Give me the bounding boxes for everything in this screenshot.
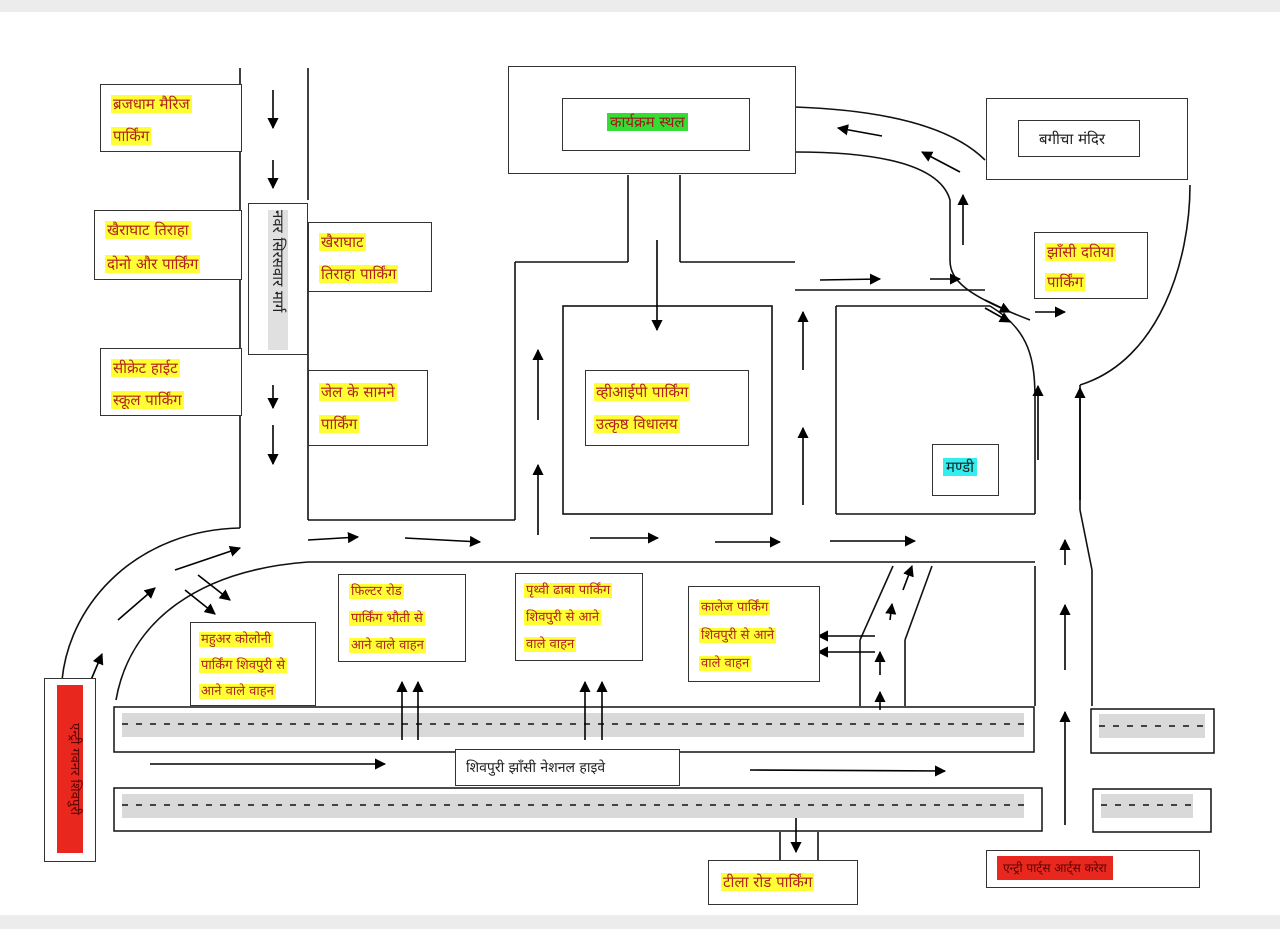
highway-label-box: शिवपुरी झाँसी नेशनल हाइवे (455, 749, 680, 786)
secret-heart-parking: सीक्रेट हाईट स्कूल पार्किंग (100, 348, 242, 416)
secret-heart-line2: स्कूल पार्किंग (111, 391, 184, 409)
prithvi-dhaba-parking: पृथ्वी ढाबा पार्किंग शिवपुरी से आने वाले… (515, 573, 643, 661)
khairaghat-both-line1: खैराघाट तिराहा (105, 221, 191, 239)
college-line1: कालेज पार्किंग (699, 600, 771, 615)
college-line2: शिवपुरी से आने (699, 628, 777, 643)
khairaghat-tiraha-line2: तिराहा पार्किंग (319, 265, 399, 283)
prithvi-line3: वाले वाहन (524, 637, 577, 652)
college-parking: कालेज पार्किंग शिवपुरी से आने वाले वाहन (688, 586, 820, 682)
road-vertical-label-box: नवर सिरसवार मार्ग (248, 203, 308, 355)
mahuar-parking: महुअर कोलोनी पार्किंग शिवपुरी से आने वाल… (190, 622, 316, 706)
mahuar-line1: महुअर कोलोनी (199, 632, 274, 647)
college-line3: वाले वाहन (699, 656, 752, 671)
prithvi-line2: शिवपुरी से आने (524, 610, 602, 625)
jhansi-datia-line1: झाँसी दतिया (1045, 243, 1117, 261)
secret-heart-line1: सीक्रेट हाईट (111, 359, 180, 377)
vip-line2: उत्कृष्ठ विधालय (594, 415, 680, 433)
prithvi-line1: पृथ्वी ढाबा पार्किंग (524, 583, 613, 598)
filter-road-line2: पार्किंग भौती से (349, 611, 425, 626)
venue-label: कार्यक्रम स्थल (607, 113, 688, 131)
entry-left-box: एन्ट्री गवनर शिवपुरी (44, 678, 96, 862)
jhansi-datia-line2: पार्किंग (1045, 273, 1086, 291)
vip-line1: व्हीआईपी पार्किंग (594, 383, 691, 401)
khairaghat-tiraha-line1: खैराघाट (319, 233, 366, 251)
top-border (0, 0, 1280, 12)
brajdham-line1: ब्रजधाम मैरिज (111, 95, 192, 113)
brajdham-parking: ब्रजधाम मैरिज पार्किंग (100, 84, 242, 152)
venue-box: कार्यक्रम स्थल (562, 98, 750, 151)
temple-label: बगीचा मंदिर (1039, 130, 1106, 148)
filter-road-line3: आने वाले वाहन (349, 638, 426, 653)
mahuar-line3: आने वाले वाहन (199, 684, 276, 699)
khairaghat-both-line2: दोनो और पार्किंग (105, 255, 201, 273)
jail-parking: जेल के सामने पार्किंग (308, 370, 428, 446)
tila-road-label: टीला रोड पार्किंग (721, 873, 815, 891)
khairaghat-both-parking: खैराघाट तिराहा दोनो और पार्किंग (94, 210, 242, 280)
jail-line1: जेल के सामने (319, 383, 397, 401)
jail-line2: पार्किंग (319, 415, 360, 433)
entry-right-label: एन्ट्री पार्ट्स आर्ट्स करेरा (1003, 861, 1107, 875)
mandi-label: मण्डी (943, 458, 978, 476)
filter-road-parking: फिल्टर रोड पार्किंग भौती से आने वाले वाह… (338, 574, 466, 662)
road-vertical-label: नवर सिरसवार मार्ग (269, 210, 287, 313)
bottom-border (0, 915, 1280, 929)
filter-road-line1: फिल्टर रोड (349, 584, 404, 599)
khairaghat-tiraha-parking: खैराघाट तिराहा पार्किंग (308, 222, 432, 292)
mahuar-line2: पार्किंग शिवपुरी से (199, 658, 287, 673)
tila-road-parking: टीला रोड पार्किंग (708, 860, 858, 905)
temple-box: बगीचा मंदिर (1018, 120, 1140, 157)
brajdham-line2: पार्किंग (111, 127, 152, 145)
vip-parking: व्हीआईपी पार्किंग उत्कृष्ठ विधालय (585, 370, 749, 446)
entry-left-label: एन्ट्री गवनर शिवपुरी (67, 722, 82, 816)
jhansi-datia-parking: झाँसी दतिया पार्किंग (1034, 232, 1148, 299)
mandi-box: मण्डी (932, 444, 999, 496)
entry-right-box: एन्ट्री पार्ट्स आर्ट्स करेरा (986, 850, 1200, 888)
highway-label: शिवपुरी झाँसी नेशनल हाइवे (466, 760, 606, 776)
